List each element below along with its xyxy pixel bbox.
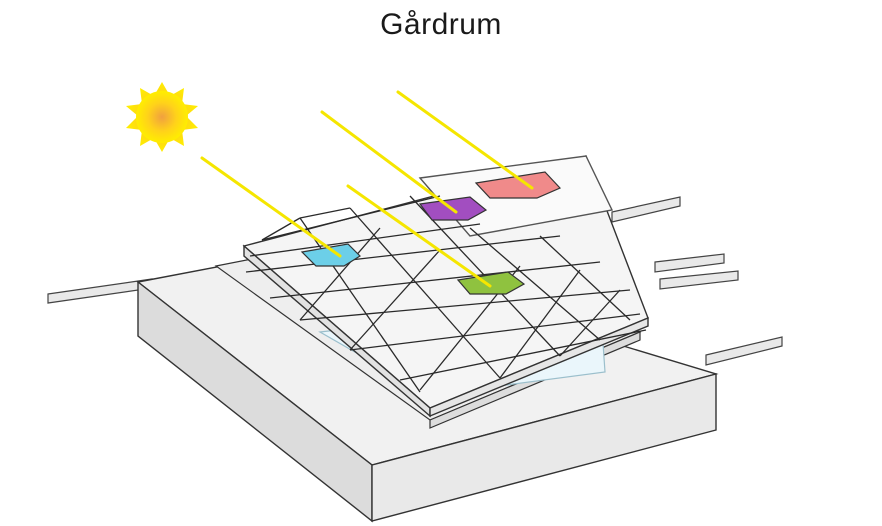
beam-right-mid [654,253,725,273]
ray-red [396,90,534,190]
roof-right-edge [429,316,649,418]
beam-right-top [611,196,681,223]
beams [47,196,783,366]
base-right-face [371,373,717,522]
ray-purple [320,110,458,214]
courtyard-cyan [300,243,361,267]
sun-icon [126,82,198,152]
beam-right-mid2 [659,270,739,290]
ray-green [346,184,492,288]
diagram-title: Gårdrum [380,8,502,41]
beam-left [47,278,153,304]
courtyard-green [456,271,526,295]
ray-cyan [200,156,342,258]
beam-right-low [705,336,783,366]
sun-rays [200,90,534,288]
courtyard-red [474,171,562,199]
roof-lattice [245,195,647,393]
